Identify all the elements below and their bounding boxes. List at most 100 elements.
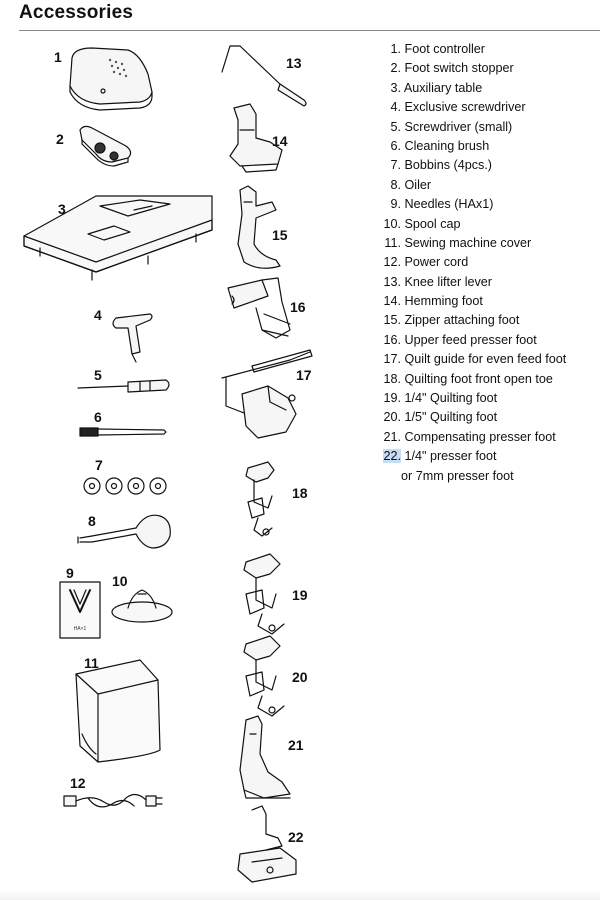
item-number: 5. [390,119,401,134]
hemming-foot-drawing [229,103,283,173]
item-number: 4. [390,100,401,115]
figure-label-17: 17 [296,367,312,383]
figure-label-11: 11 [84,655,99,671]
figure-label-12: 12 [70,775,86,791]
figure-label-21: 21 [288,737,304,753]
item-text: Cleaning brush [404,138,490,153]
item-number: 6. [390,138,401,153]
compensating-presser-foot-drawing [239,715,291,799]
figure-label-1: 1 [54,49,62,65]
item-number: 9. [390,197,401,212]
power-cord-drawing [63,793,163,808]
quarter-quilting-foot-drawing [243,553,285,635]
item-text: Auxiliary table [403,80,483,95]
item-number: 2. [390,61,401,76]
list-item: 17. Quilt guide for even feed foot [370,350,595,369]
item-text: Quilt guide for even feed foot [404,352,567,367]
item-number: 21. [383,429,401,444]
accessories-figure: HA×1 1 2 3 4 5 6 7 8 9 10 11 12 13 14 15… [0,34,370,900]
auxiliary-table-drawing [23,195,213,281]
list-item: 6. Cleaning brush [370,137,595,156]
item-number-highlight: 22. [383,449,401,464]
title-rule [19,30,600,31]
accessories-illustration: HA×1 1 2 3 4 5 6 7 8 9 10 11 12 13 14 15… [23,45,313,883]
figure-label-8: 8 [88,513,96,529]
item-text: Bobbins (4pcs.) [404,158,493,173]
item-text: 1/4" Quilting foot [404,391,498,406]
item-text: Quilting foot front open toe [404,371,553,386]
item-text: 1/4" presser foot [404,449,497,464]
item-text: Sewing machine cover [404,235,532,250]
item-number: 18. [383,371,401,386]
list-item: 14. Hemming foot [370,292,595,311]
item-text: Upper feed presser foot [404,332,537,347]
list-item: 21. Compensating presser foot [370,428,595,447]
list-item-highlighted: 22. 1/4" presser foot [370,447,595,466]
item-text: Needles (HAx1) [404,197,494,212]
page-title: Accessories [19,2,134,23]
quilt-guide-drawing [221,349,313,439]
quilting-foot-open-toe-drawing [245,461,275,537]
figure-label-3: 3 [58,201,66,217]
list-item-continuation: or 7mm presser foot [401,468,514,483]
list-item: 9. Needles (HAx1) [370,195,595,214]
item-number: 15. [383,313,401,328]
list-item: 18. Quilting foot front open toe [370,370,595,389]
item-text: Foot controller [404,42,486,56]
item-number: 3. [390,80,401,95]
list-item: 5. Screwdriver (small) [370,118,595,137]
figure-label-16: 16 [290,299,306,315]
item-text: Knee lifter lever [404,274,493,289]
accessories-list: 1. Foot controller 2. Foot switch stoppe… [370,40,595,486]
figure-label-2: 2 [56,131,64,147]
item-number: 10. [383,216,401,231]
list-item: 11. Sewing machine cover [370,234,595,253]
figure-label-22: 22 [288,829,304,845]
figure-label-10: 10 [112,573,128,589]
cleaning-brush-drawing [79,427,167,437]
item-text: Oiler [404,177,432,192]
item-number: 1. [390,42,401,56]
list-item: 15. Zipper attaching foot [370,311,595,330]
knee-lifter-lever-drawing [221,45,307,107]
figure-label-13: 13 [286,55,302,71]
exclusive-screwdriver-drawing [112,313,153,363]
foot-controller-drawing [69,47,153,111]
bobbins-drawing [83,477,167,495]
item-text: Compensating presser foot [404,429,556,444]
upper-feed-presser-foot-drawing [227,277,291,339]
page-bottom-edge [0,890,600,900]
list-item: 12. Power cord [370,253,595,272]
item-number: 16. [383,332,401,347]
small-screwdriver-drawing [77,379,170,393]
figure-label-5: 5 [94,367,102,383]
foot-switch-stopper-drawing [79,125,132,167]
item-number: 19. [383,391,401,406]
list-item: 8. Oiler [370,176,595,195]
item-number: 17. [383,352,401,367]
list-item: 2. Foot switch stopper [370,59,595,78]
figure-label-15: 15 [272,227,288,243]
list-item: 1. Foot controller [370,40,595,59]
figure-label-19: 19 [292,587,308,603]
figure-label-6: 6 [94,409,102,425]
item-text: Power cord [404,255,469,270]
item-text: Spool cap [404,216,461,231]
item-number: 11. [384,235,401,250]
item-text: Exclusive screwdriver [404,100,526,115]
item-text: Hemming foot [404,294,483,309]
list-item: 10. Spool cap [370,215,595,234]
item-text: Zipper attaching foot [404,313,520,328]
item-text: 1/5" Quilting foot [404,410,498,425]
item-text: Screwdriver (small) [404,119,513,134]
figure-number-labels: 1 2 3 4 5 6 7 8 9 10 11 12 13 14 15 16 1… [54,49,312,845]
item-number: 13. [383,274,401,289]
item-number: 14. [383,294,401,309]
figure-label-4: 4 [94,307,102,323]
needle-pack-text: HA×1 [74,626,87,632]
figure-label-7: 7 [95,457,103,473]
list-item: 16. Upper feed presser foot [370,331,595,350]
list-item: 4. Exclusive screwdriver [370,98,595,117]
item-number: 7. [390,158,401,173]
list-item: 3. Auxiliary table [370,79,595,98]
